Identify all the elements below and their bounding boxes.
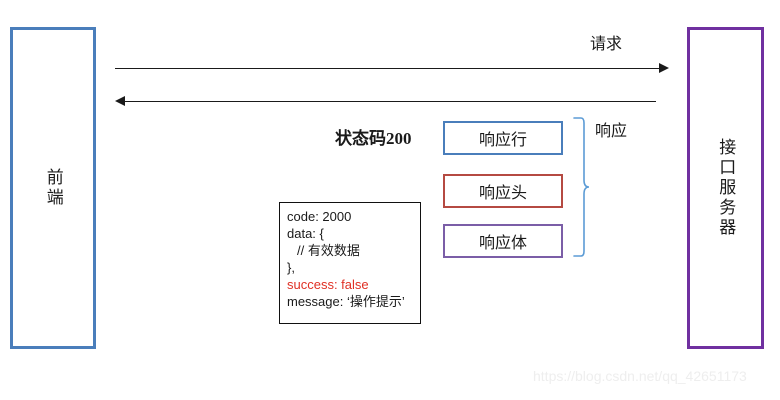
code-line: success: false [287,277,369,292]
watermark: https://blog.csdn.net/qq_42651173 [533,368,747,384]
code-line: }, [287,260,295,275]
server-label: 接口服务器 [716,138,736,238]
curly-brace-icon [573,117,590,257]
response-header-box: 响应头 [443,174,563,208]
code-line: code: 2000 [287,209,352,224]
code-line: message: ‘操作提示’ [287,294,405,309]
request-arrow-head-icon [659,63,669,73]
response-body-box-label: 响应体 [478,235,527,252]
response-group-label: 响应 [595,123,628,140]
frontend-box: 前端 [10,27,96,349]
response-arrow-head-icon [115,96,125,106]
status-code-label: 状态码200 [335,129,412,148]
response-body-box: 响应体 [443,224,563,258]
server-box: 接口服务器 [687,27,764,349]
frontend-label: 前端 [43,168,63,208]
code-line: data: { [287,226,324,241]
response-body-code-block: code: 2000 data: { // 有效数据 }, success: f… [279,202,421,324]
request-arrow-line [115,68,663,69]
response-arrow-line [124,101,656,102]
response-header-box-label: 响应头 [478,185,527,202]
response-line-box-label: 响应行 [478,132,527,149]
request-arrow-label: 请求 [590,36,623,53]
response-line-box: 响应行 [443,121,563,155]
code-line: // 有效数据 [297,243,360,258]
